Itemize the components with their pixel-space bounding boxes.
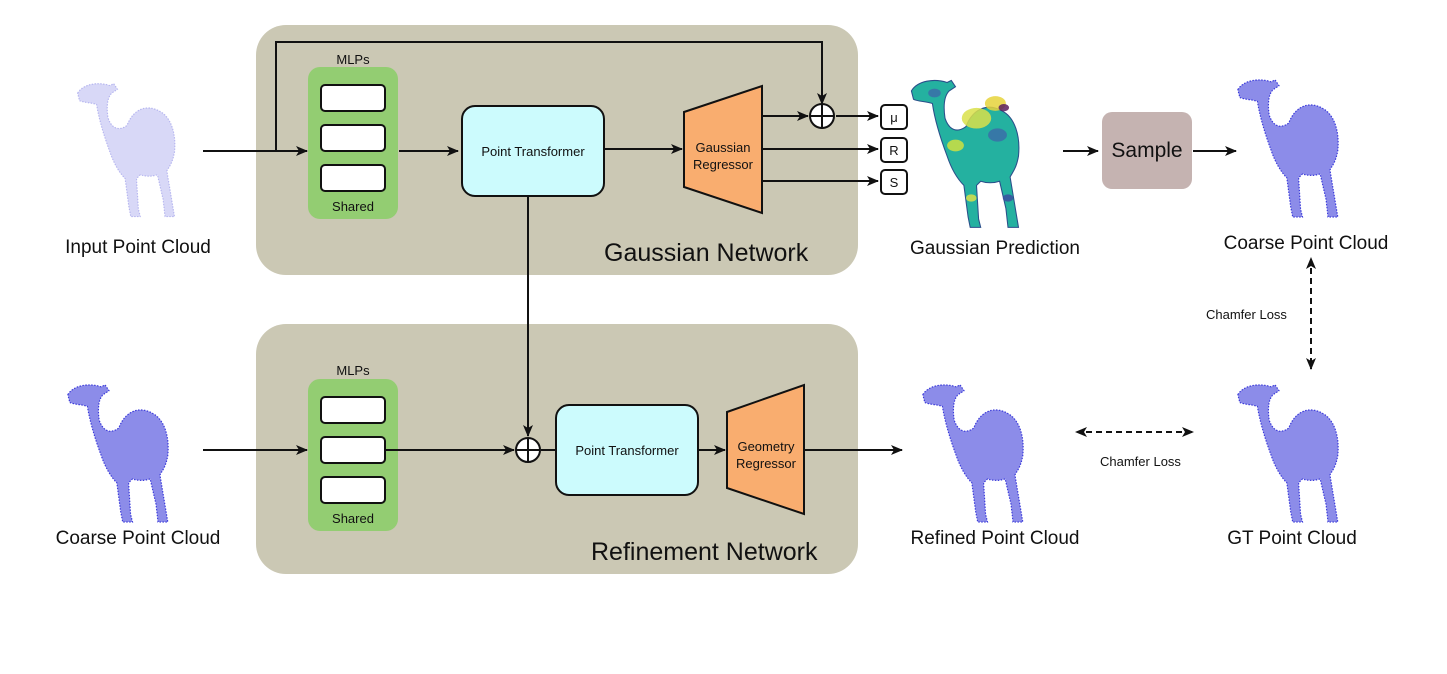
chamfer-loss-label-vertical: Chamfer Loss: [1206, 307, 1287, 322]
caption-gt-point-cloud: GT Point Cloud: [1227, 528, 1357, 549]
gaussian-network-title: Gaussian Network: [604, 239, 809, 267]
mlp-layer: [320, 476, 386, 504]
mlp-layer: [320, 164, 386, 192]
refinement-network-title: Refinement Network: [591, 538, 818, 566]
geometry-regressor-label: Geometry Regressor: [727, 438, 805, 472]
shared-label: Shared: [332, 199, 374, 214]
gaussian-regressor-line1: Gaussian: [695, 140, 751, 155]
caption-gaussian-prediction: Gaussian Prediction: [909, 238, 1081, 259]
caption-refined-point-cloud: Refined Point Cloud: [910, 528, 1080, 549]
mlp-layer: [320, 436, 386, 464]
caption-input-point-cloud: Input Point Cloud: [65, 237, 211, 258]
camel-coarse-input-point-cloud: [67, 384, 169, 523]
geometry-regressor-line2: Regressor: [736, 456, 796, 471]
param-r: R: [880, 137, 908, 163]
param-mu: μ: [880, 104, 908, 130]
camel-coarse-output-point-cloud: [1237, 79, 1339, 218]
sample-box: Sample: [1102, 112, 1192, 189]
gaussian-regressor-shape: [683, 84, 763, 215]
geometry-regressor-line1: Geometry: [737, 439, 795, 454]
camel-refined-point-cloud: [922, 384, 1024, 523]
geometry-regressor-shape: [726, 383, 805, 516]
sum-node-icon: [809, 103, 835, 129]
mlp-block: Shared: [308, 67, 398, 219]
mlp-layer: [320, 396, 386, 424]
point-transformer-gaussian: Point Transformer: [461, 105, 605, 197]
mlps-label: MLPs: [336, 52, 370, 67]
skip-connection-line: [275, 41, 827, 151]
camel-input-point-cloud: [76, 82, 176, 218]
caption-coarse-point-cloud-input: Coarse Point Cloud: [55, 528, 221, 549]
shared-label: Shared: [332, 511, 374, 526]
param-s: S: [880, 169, 908, 195]
chamfer-loss-label-horizontal: Chamfer Loss: [1100, 454, 1181, 469]
camel-gt-point-cloud: [1237, 384, 1339, 523]
camel-gaussian-prediction: [910, 79, 1020, 228]
caption-coarse-point-cloud-output: Coarse Point Cloud: [1223, 233, 1389, 254]
sum-node-icon: [515, 437, 541, 463]
mlps-label: MLPs: [336, 363, 370, 378]
gaussian-regressor-label: Gaussian Regressor: [684, 139, 762, 173]
mlp-layer: [320, 124, 386, 152]
mlp-block: Shared: [308, 379, 398, 531]
gaussian-regressor-line2: Regressor: [693, 157, 753, 172]
mlp-layer: [320, 84, 386, 112]
